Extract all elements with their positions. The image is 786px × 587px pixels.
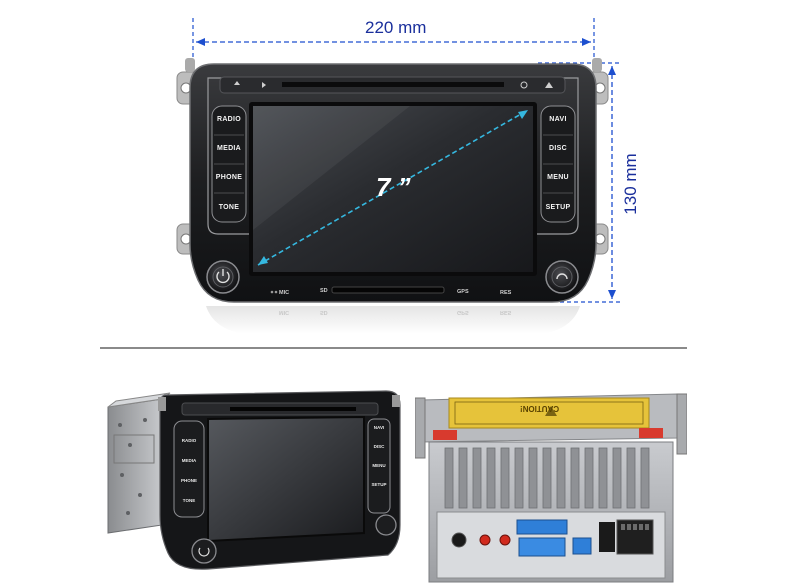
angled-setup-button[interactable]: SETUP bbox=[371, 482, 387, 487]
section-divider bbox=[100, 347, 687, 349]
height-dimension-label: 130 mm bbox=[621, 153, 640, 215]
mic-reflection-label: MIC bbox=[279, 309, 290, 315]
main-unit-illustration bbox=[176, 18, 622, 334]
angled-disc-button[interactable]: DISC bbox=[373, 444, 385, 449]
back-view-illustration bbox=[415, 393, 687, 583]
radio-button[interactable]: RADIO bbox=[216, 116, 242, 123]
width-dimension-label: 220 mm bbox=[365, 18, 427, 37]
angled-navi-button[interactable]: NAVI bbox=[373, 425, 385, 430]
caution-sticker-text: CAUTION! bbox=[520, 404, 560, 413]
sd-reflection-label: SD bbox=[320, 309, 328, 315]
gps-reflection-label: GPS bbox=[457, 309, 469, 315]
menu-button[interactable]: MENU bbox=[547, 174, 569, 181]
media-button[interactable]: MEDIA bbox=[216, 145, 242, 152]
angled-phone-button[interactable]: PHONE bbox=[180, 478, 197, 483]
phone-button[interactable]: PHONE bbox=[215, 174, 243, 181]
angled-media-button[interactable]: MEDIA bbox=[181, 458, 197, 463]
angled-radio-button[interactable]: RADIO bbox=[181, 438, 197, 443]
res-reflection-label: RES bbox=[500, 309, 512, 315]
screen-size-label: 7 ” bbox=[376, 172, 411, 202]
angled-tone-button[interactable]: TONE bbox=[182, 498, 196, 503]
sd-label: SD bbox=[320, 288, 328, 294]
res-label: RES bbox=[500, 290, 512, 296]
setup-button[interactable]: SETUP bbox=[545, 204, 571, 211]
navi-button[interactable]: NAVI bbox=[549, 116, 567, 123]
angled-unit-illustration bbox=[107, 390, 401, 570]
gps-label: GPS bbox=[457, 289, 469, 295]
angled-menu-button[interactable]: MENU bbox=[372, 463, 386, 468]
tone-button[interactable]: TONE bbox=[218, 204, 240, 211]
disc-button[interactable]: DISC bbox=[549, 145, 567, 152]
mic-label: MIC bbox=[279, 290, 290, 296]
